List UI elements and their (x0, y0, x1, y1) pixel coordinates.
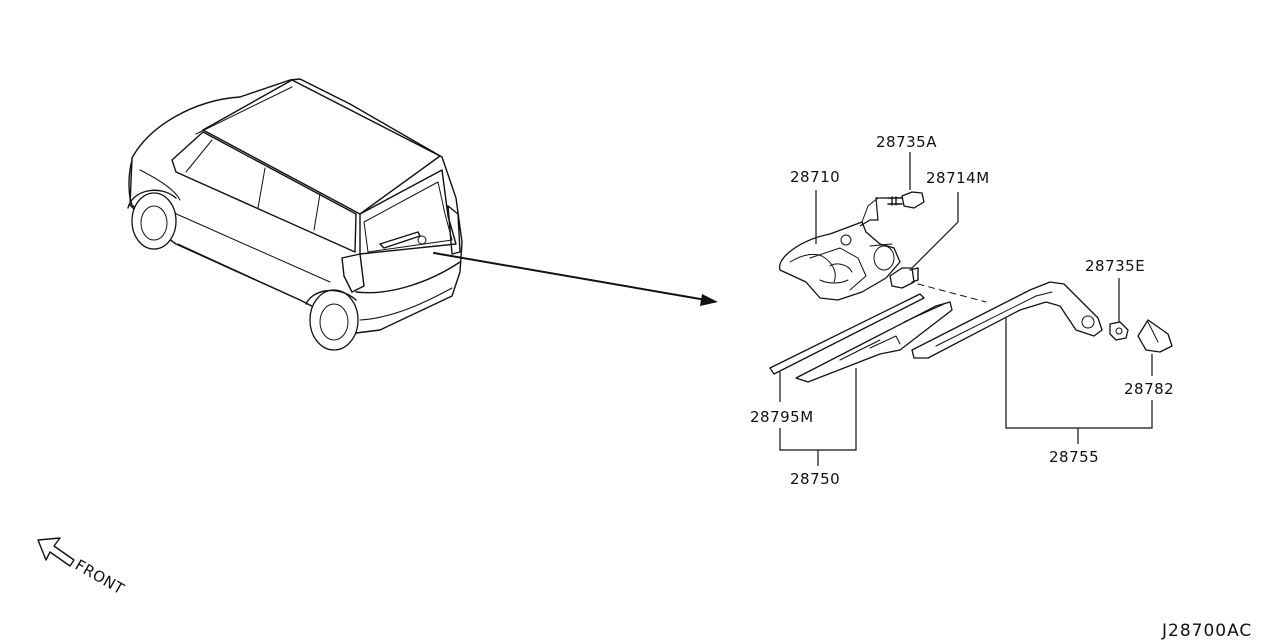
label-28710: 28710 (790, 168, 840, 186)
pointer-arrow (433, 252, 718, 306)
label-28795m: 28795M (750, 408, 814, 426)
front-label: FRONT (72, 556, 128, 599)
part-28710-wiper-motor (779, 197, 901, 301)
label-28714m: 28714M (926, 169, 990, 187)
diagram-code: J28700AC (1161, 621, 1252, 640)
part-28714m-grommet (889, 267, 919, 289)
part-28750-wiper-blade (795, 301, 953, 383)
label-28735e: 28735E (1085, 257, 1145, 275)
part-28795m-blade-refill (769, 293, 925, 375)
vehicle-illustration (127, 78, 463, 351)
label-28782: 28782 (1124, 380, 1174, 398)
part-28755-wiper-arm (911, 281, 1103, 359)
part-28782-cap (1137, 319, 1173, 353)
leader-lines (779, 152, 1153, 466)
label-28755: 28755 (1049, 448, 1099, 466)
label-28750: 28750 (790, 470, 840, 488)
part-28735e-nut (1109, 321, 1129, 341)
label-28735a: 28735A (876, 133, 937, 151)
front-direction-indicator: FRONT (37, 537, 128, 599)
part-28735a-bolt (887, 191, 925, 209)
front-arrow-icon (37, 537, 75, 567)
